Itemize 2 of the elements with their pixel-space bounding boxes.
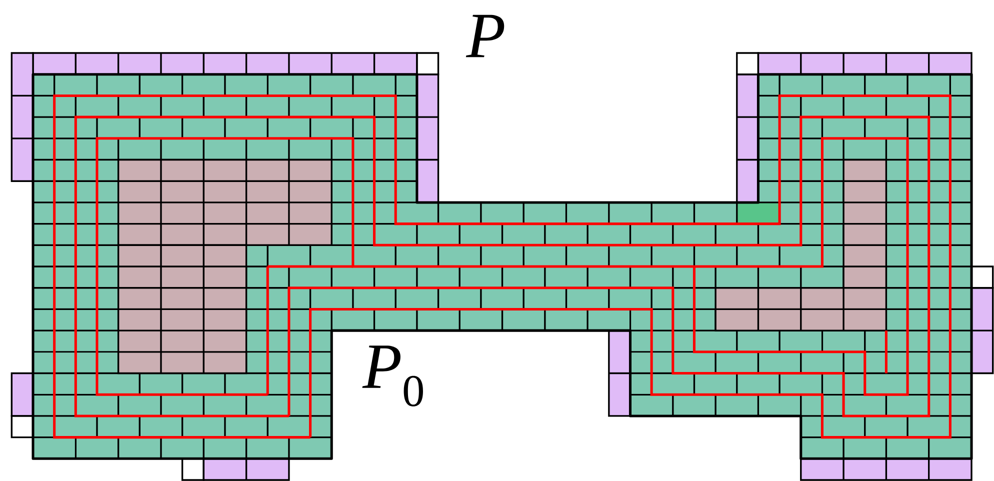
label: P [466,14,504,58]
label: P$_{0}$ [362,346,423,406]
